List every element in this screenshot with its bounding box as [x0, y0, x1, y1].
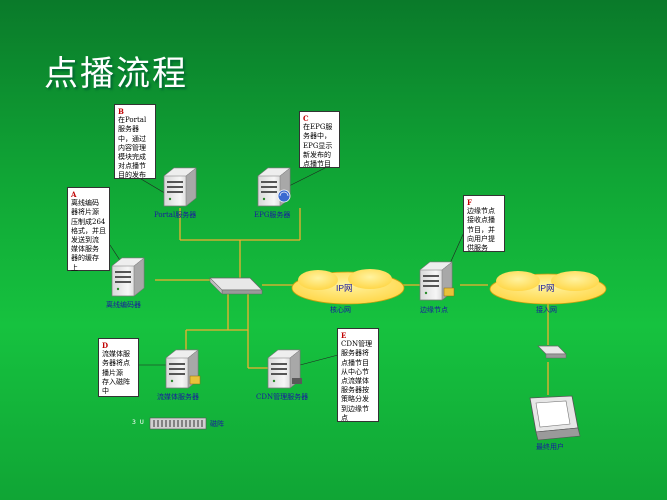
- core-net-label: 核心网: [330, 306, 351, 314]
- note-c: C 在EPG服 务器中， EPG显示 新发布的 点播节目: [299, 111, 340, 168]
- note-f-line: 向用户提: [467, 234, 495, 243]
- note-a: A 离线编码 器将片源 压制成264 格式，并且 发送到流 媒体服务 器的缓存 …: [67, 187, 110, 272]
- epg-server: [257, 167, 291, 207]
- disk-array: [149, 417, 207, 430]
- note-a-line: 媒体服务: [71, 245, 99, 254]
- terminal-tv: [529, 395, 581, 441]
- note-a-line: 离线编码: [71, 199, 99, 208]
- note-a-line: 格式，并且: [71, 226, 106, 235]
- note-e-line: 服务器将: [341, 349, 369, 358]
- note-b-tag: B: [118, 107, 124, 116]
- note-e-tag: E: [341, 331, 347, 340]
- access-switch: [537, 345, 567, 359]
- note-e-line: 服务器按: [341, 386, 369, 395]
- note-f-line: 接收点播: [467, 216, 495, 225]
- note-f-tag: F: [467, 198, 472, 207]
- note-d-line: 流媒体服: [102, 350, 130, 359]
- note-b-line: 模块完成: [118, 153, 146, 162]
- streaming-server-label: 流媒体服务器: [157, 393, 199, 401]
- note-c-line: 务器中，: [303, 132, 331, 141]
- note-c-line: EPG显示: [303, 141, 333, 150]
- note-d-tag: D: [102, 341, 109, 350]
- note-d-line: 中: [102, 387, 109, 396]
- streaming-server: [165, 349, 201, 389]
- epg-server-label: EPG服务器: [254, 211, 291, 219]
- note-b-line: 在Portal: [118, 116, 147, 125]
- note-b: B 在Portal 服务器 中，通过 内容管理 模块完成 对点播节 目的发布: [114, 104, 156, 179]
- note-c-line: 在EPG服: [303, 123, 333, 132]
- disk-array-label: 磁阵: [210, 420, 224, 428]
- access-cloud-label: IP网: [538, 283, 555, 293]
- note-a-tag: A: [71, 190, 77, 199]
- note-e-line: 点播节目: [341, 358, 369, 367]
- note-e-line: 策略分发: [341, 395, 369, 404]
- note-c-line: 点播节目: [303, 160, 331, 169]
- portal-server-label: Portal服务器: [154, 211, 197, 219]
- access-net-label: 接入网: [536, 306, 557, 314]
- note-e: E CDN管理 服务器将 点播节目 从中心节 点流媒体 服务器按 策略分发 到边…: [337, 328, 379, 422]
- slide-title: 点播流程: [44, 54, 188, 94]
- note-f-line: 边缘节点: [467, 207, 495, 216]
- note-a-line: 压制成264: [71, 217, 106, 226]
- note-f-line: 供服务: [467, 244, 488, 253]
- cdn-server: [267, 349, 302, 389]
- note-e-line: 从中心节: [341, 367, 369, 376]
- note-a-line: 器的缓存: [71, 254, 99, 263]
- note-e-line: 点流媒体: [341, 377, 369, 386]
- edge-node-label: 边缘节点: [420, 306, 448, 314]
- core-switch: [209, 277, 263, 295]
- access-cloud: [489, 271, 607, 305]
- note-e-line: 点: [341, 413, 348, 422]
- note-b-line: 中，通过: [118, 134, 146, 143]
- note-c-tag: C: [303, 114, 309, 123]
- note-d-line: 播片源: [102, 368, 123, 377]
- note-f: F 边缘节点 接收点播 节目，并 向用户提 供服务: [463, 195, 505, 252]
- note-a-line: 发送到流: [71, 236, 99, 245]
- core-cloud-label: IP网: [336, 283, 353, 293]
- links: [155, 208, 549, 395]
- note-e-line: CDN管理: [341, 340, 373, 349]
- note-f-line: 节目，并: [467, 225, 495, 234]
- edge-server: [419, 261, 455, 301]
- note-b-line: 对点播节: [118, 162, 146, 171]
- note-d-line: 务器将点: [102, 359, 130, 368]
- note-d: D 流媒体服 务器将点 播片源 存入磁阵 中: [98, 338, 139, 397]
- note-d-line: 存入磁阵: [102, 377, 130, 386]
- portal-server: [163, 167, 197, 207]
- note-a-line: 器将片源: [71, 208, 99, 217]
- note-a-line: 上: [71, 263, 78, 272]
- note-b-line: 内容管理: [118, 143, 146, 152]
- encoder-label: 离线编码器: [106, 301, 141, 309]
- cdn-server-label: CDN管理服务器: [256, 393, 309, 401]
- note-b-line: 服务器: [118, 125, 139, 134]
- note-b-line: 目的发布: [118, 171, 146, 180]
- note-e-line: 到边缘节: [341, 404, 369, 413]
- core-cloud: [291, 269, 405, 305]
- encoder-server: [111, 257, 145, 297]
- note-c-line: 新发布的: [303, 150, 331, 159]
- terminal-label: 最终用户: [536, 443, 564, 451]
- rack-unit-label: 3 U: [132, 418, 144, 426]
